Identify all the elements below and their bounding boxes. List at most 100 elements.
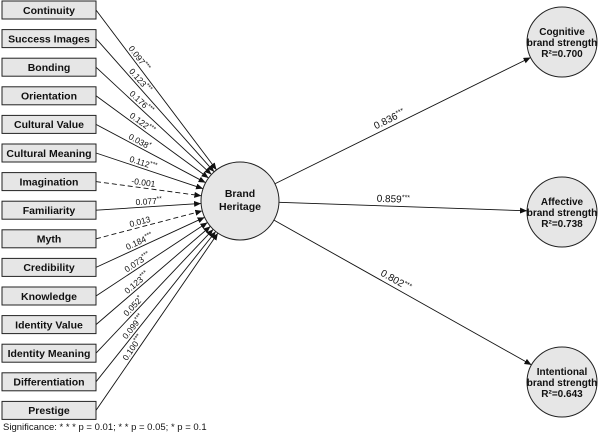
path-arrow-9 bbox=[95, 209, 203, 240]
antecedent-7: Imagination bbox=[1, 172, 97, 192]
outcome-path-coefficient-3: 0.802*** bbox=[378, 268, 413, 294]
significance-stars: *** bbox=[395, 107, 406, 117]
antecedent-box bbox=[1, 114, 97, 134]
antecedent-label: Orientation bbox=[21, 91, 77, 103]
antecedent-10: Credibility bbox=[1, 257, 97, 277]
path-arrow-13 bbox=[95, 229, 214, 354]
antecedent-14: Differentiation bbox=[1, 372, 97, 392]
brand-heritage-label-line1: Brand bbox=[225, 188, 255, 200]
significance-stars: *** bbox=[147, 123, 158, 133]
path-coefficient-9: 0.013 bbox=[128, 214, 151, 229]
antecedent-box bbox=[1, 257, 97, 277]
significance-stars: *** bbox=[143, 82, 154, 93]
coefficient-value: -0.001 bbox=[131, 176, 156, 189]
significance-footnote: Significance: * * * p = 0.01; * * p = 0.… bbox=[3, 422, 207, 433]
outcome-paths: 0.836*** 0.859*** 0.802*** bbox=[273, 57, 532, 366]
brand-heritage-label-line2: Heritage bbox=[219, 201, 261, 213]
path-arrow-11 bbox=[95, 222, 208, 297]
antecedent-label: Credibility bbox=[23, 262, 75, 274]
outcome-label-line2: brand strength bbox=[527, 208, 598, 219]
antecedent-box bbox=[1, 343, 97, 363]
antecedent-box bbox=[1, 315, 97, 335]
significance-stars: *** bbox=[140, 250, 151, 260]
significance-stars: *** bbox=[402, 195, 411, 202]
antecedent-box bbox=[1, 29, 97, 49]
antecedent-label: Success Images bbox=[8, 33, 90, 45]
antecedent-15: Prestige bbox=[1, 400, 97, 420]
antecedent-6: Cultural Meaning bbox=[1, 143, 97, 163]
brand-heritage-circle bbox=[200, 161, 280, 241]
brand-heritage-node: Brand Heritage bbox=[200, 161, 280, 241]
antecedent-label: Continuity bbox=[23, 5, 75, 17]
outcome-label-line2: brand strength bbox=[527, 38, 598, 49]
antecedent-label: Knowledge bbox=[21, 291, 77, 303]
path-arrow-4 bbox=[95, 95, 209, 179]
antecedent-box bbox=[1, 57, 97, 77]
significance-stars: *** bbox=[149, 160, 159, 169]
antecedent-9: Myth bbox=[1, 229, 97, 249]
antecedent-label: Myth bbox=[37, 234, 62, 246]
antecedent-label: Cultural Value bbox=[14, 119, 84, 131]
antecedent-8: Familiarity bbox=[1, 200, 97, 220]
significance-stars: *** bbox=[142, 61, 152, 72]
path-arrow-15 bbox=[95, 232, 219, 411]
coefficient-value: 0.077 bbox=[135, 196, 157, 207]
outcome-path-arrow-1 bbox=[274, 57, 531, 185]
path-arrow-3 bbox=[95, 66, 212, 175]
significance-stars: * bbox=[136, 294, 143, 301]
antecedent-3: Bonding bbox=[1, 57, 97, 77]
significance-stars: *** bbox=[133, 312, 143, 323]
antecedent-box bbox=[1, 372, 97, 392]
antecedent-13: Identity Meaning bbox=[1, 343, 97, 363]
antecedent-label: Differentiation bbox=[13, 377, 84, 389]
antecedent-box bbox=[1, 143, 97, 163]
outcome-r-squared: R²=0.643 bbox=[541, 389, 583, 400]
path-arrow-12 bbox=[95, 226, 211, 325]
antecedent-11: Knowledge bbox=[1, 286, 97, 306]
outcome-path-arrow-3 bbox=[273, 219, 532, 366]
antecedent-label: Bonding bbox=[28, 62, 71, 74]
antecedent-2: Success Images bbox=[1, 29, 97, 49]
significance-stars: *** bbox=[144, 231, 154, 241]
outcome-label-line1: Cognitive bbox=[539, 27, 585, 38]
outcome-path-coefficient-1: 0.836*** bbox=[372, 107, 407, 132]
path-coefficient-6: 0.112*** bbox=[128, 154, 158, 173]
outcome-circle bbox=[526, 346, 598, 418]
outcome-label-line1: Affective bbox=[541, 197, 584, 208]
antecedent-label: Prestige bbox=[28, 405, 70, 417]
path-arrow-10 bbox=[95, 216, 205, 268]
antecedent-box bbox=[1, 400, 97, 420]
path-arrow-5 bbox=[95, 124, 206, 184]
antecedent-paths: 0.097***0.123***0.176***0.122***0.038*0.… bbox=[95, 9, 219, 411]
antecedent-1: Continuity bbox=[1, 0, 97, 20]
outcome-r-squared: R²=0.700 bbox=[541, 49, 583, 60]
outcome-r-squared: R²=0.738 bbox=[541, 219, 583, 230]
outcome-circle bbox=[526, 176, 598, 248]
antecedent-label: Cultural Meaning bbox=[6, 148, 91, 160]
path-arrow-7 bbox=[95, 181, 202, 198]
outcome-path-arrow-2 bbox=[278, 201, 528, 214]
path-arrow-8 bbox=[95, 200, 202, 211]
significance-stars: * bbox=[147, 141, 153, 149]
outcome-path-coefficient-2: 0.859*** bbox=[377, 194, 411, 206]
antecedent-4: Orientation bbox=[1, 86, 97, 106]
significance-stars: ** bbox=[156, 195, 162, 202]
antecedent-box bbox=[1, 286, 97, 306]
coefficient-value: 0.013 bbox=[128, 214, 151, 229]
significance-stars: *** bbox=[132, 332, 142, 343]
antecedent-label: Familiarity bbox=[23, 205, 76, 217]
antecedent-box bbox=[1, 229, 97, 249]
antecedent-label: Identity Meaning bbox=[8, 348, 91, 360]
path-arrow-2 bbox=[95, 38, 215, 173]
path-arrow-6 bbox=[95, 152, 204, 190]
outcome-label-line2: brand strength bbox=[527, 378, 598, 389]
path-coefficient-10: 0.184*** bbox=[124, 231, 155, 252]
path-coefficient-7: -0.001 bbox=[131, 176, 156, 189]
significance-stars: *** bbox=[402, 280, 413, 290]
